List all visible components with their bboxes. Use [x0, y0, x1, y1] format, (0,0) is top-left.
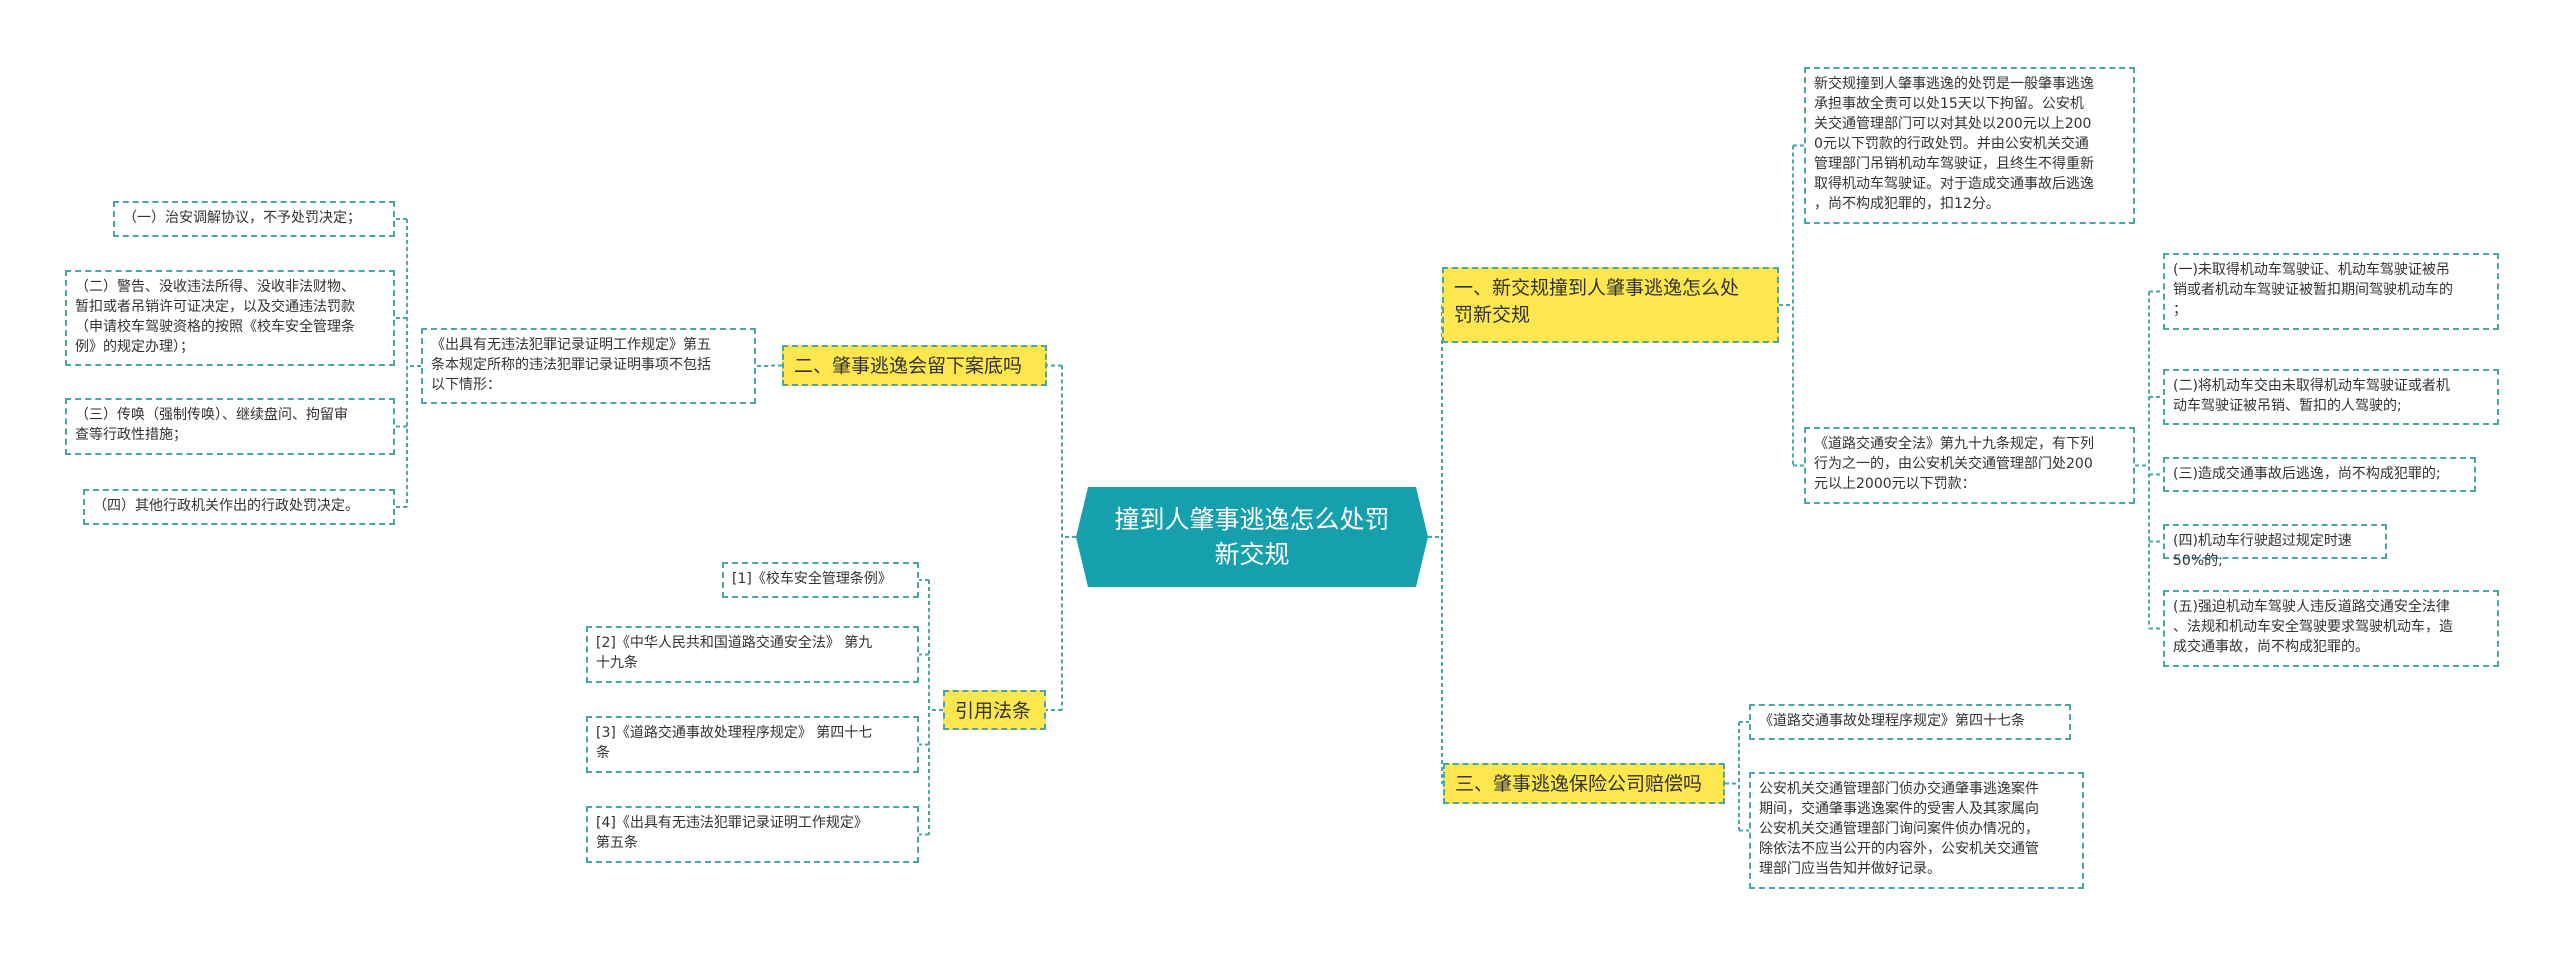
leaf-article-99-item-3[interactable]: (三)造成交通事故后逃逸，尚不构成犯罪的; [2163, 457, 2476, 492]
branch-insurance[interactable]: 三、肇事逃逸保险公司赔偿吗 [1443, 763, 1725, 804]
connector-n-b2 [756, 364, 782, 367]
leaf-citation-2[interactable]: [2]《中华人民共和国道路交通安全法》 第九 十九条 [586, 626, 919, 683]
leaf-article-99-item-2[interactable]: (二)将机动车交由未取得机动车驾驶证或者机 动车驾驶证被吊销、暂扣的人驾驶的; [2163, 369, 2499, 425]
connector-n-b1 [1779, 144, 1804, 467]
leaf-penalty-summary[interactable]: 新交规撞到人肇事逃逸的处罚是一般肇事逃逸 承担事故全责可以处15天以下拘留。公安… [1804, 67, 2135, 224]
leaf-article-99-item-5[interactable]: (五)强迫机动车驾驶人违反道路交通安全法律 、法规和机动车安全驾驶要求驾驶机动车… [2163, 590, 2499, 667]
leaf-exclusion-4[interactable]: （四）其他行政机关作出的行政处罚决定。 [83, 489, 395, 525]
connector-n-l2a [395, 218, 421, 508]
leaf-record-certificate-article-5[interactable]: 《出具有无违法犯罪记录证明工作规定》第五 条本规定所称的违法犯罪记录证明事项不包… [421, 328, 756, 404]
leaf-procedure-article-47[interactable]: 《道路交通事故处理程序规定》第四十七条 [1749, 704, 2071, 740]
branch-penalty[interactable]: 一、新交规撞到人肇事逃逸怎么处 罚新交规 [1442, 267, 1779, 343]
leaf-article-99-item-4[interactable]: (四)机动车行驶超过规定时速50%的; [2163, 524, 2387, 569]
leaf-citation-3[interactable]: [3]《道路交通事故处理程序规定》 第四十七 条 [586, 716, 919, 773]
root-topic[interactable]: 撞到人肇事逃逸怎么处罚 新交规 [1076, 487, 1428, 587]
leaf-exclusion-2[interactable]: （二）警告、没收违法所得、没收非法财物、 暂扣或者吊销许可证决定，以及交通违法罚… [65, 270, 395, 366]
connector-n-b3 [1725, 721, 1749, 832]
leaf-citation-4[interactable]: [4]《出具有无违法犯罪记录证明工作规定》 第五条 [586, 806, 919, 863]
leaf-exclusion-3[interactable]: （三）传唤（强制传唤）、继续盘问、拘留审 查等行政性措施； [65, 398, 395, 455]
leaf-citation-1[interactable]: [1]《校车安全管理条例》 [722, 562, 919, 598]
branch-criminal-record[interactable]: 二、肇事逃逸会留下案底吗 [782, 345, 1047, 386]
leaf-article-99-item-1[interactable]: (一)未取得机动车驾驶证、机动车驾驶证被吊 销或者机动车驾驶证被暂扣期间驾驶机动… [2163, 253, 2499, 330]
leaf-victim-inquiry-rule[interactable]: 公安机关交通管理部门侦办交通肇事逃逸案件 期间，交通肇事逃逸案件的受害人及其家属… [1749, 772, 2084, 889]
leaf-exclusion-1[interactable]: （一）治安调解协议，不予处罚决定； [113, 201, 395, 237]
branch-cited-laws[interactable]: 引用法条 [943, 690, 1046, 730]
leaf-traffic-law-article-99[interactable]: 《道路交通安全法》第九十九条规定，有下列 行为之一的，由公安机关交通管理部门处2… [1804, 427, 2135, 504]
connector-n-root [1046, 364, 1076, 711]
connector-n-r1b [2135, 290, 2163, 630]
connector-n-b4 [919, 579, 943, 836]
connector-n-root [1428, 305, 1443, 785]
